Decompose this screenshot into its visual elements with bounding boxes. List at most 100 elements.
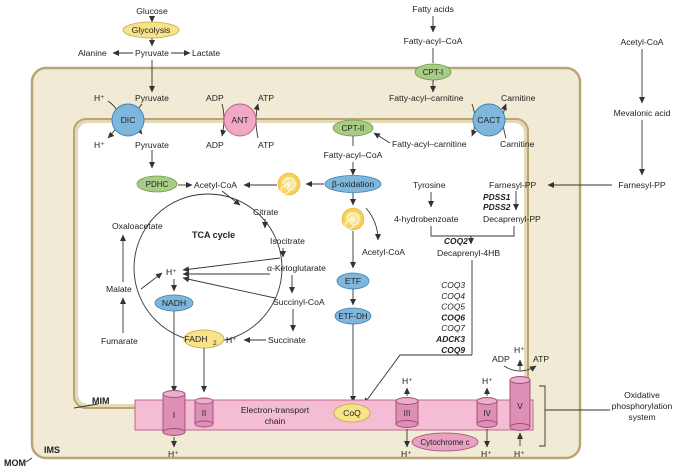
dic-h-plus-bottom: H⁺	[94, 140, 105, 150]
complex-ii	[194, 397, 214, 428]
coq-gene-3: COQ6	[441, 312, 465, 322]
fatty-acyl-carnitine-top: Fatty-acyl–carnitine	[389, 93, 464, 103]
complex-iv	[476, 397, 498, 428]
complex-ii-label: II	[202, 409, 206, 418]
complex-v-h-plus-top: H⁺	[514, 345, 525, 355]
carnitine-top: Carnitine	[501, 93, 536, 103]
coq2-label: COQ2	[444, 236, 468, 246]
isocitrate-label: Isocitrate	[270, 236, 305, 246]
etf-dh-label: ETF-DH	[338, 312, 368, 321]
carnitine-bottom: Carnitine	[500, 139, 535, 149]
cpt1-label: CPT-I	[423, 68, 443, 77]
coq-gene-1: COQ4	[441, 291, 465, 301]
mevalonic-acid-label: Mevalonic acid	[614, 108, 671, 118]
mom-label: MOM	[4, 458, 26, 468]
dic-label: DIC	[121, 115, 136, 125]
complex-i	[162, 390, 186, 436]
fatty-acyl-carnitine-bottom: Fatty-acyl–carnitine	[392, 139, 467, 149]
complex-v-adp: ADP	[492, 354, 510, 364]
oxphos-label-line2: phosphorylation	[612, 401, 673, 411]
fadh2-subscript: 2	[213, 340, 217, 347]
complex-v	[509, 376, 531, 431]
alpha-ketoglutarate-label: α-Ketoglutarate	[267, 263, 326, 273]
ant-adp-bottom: ADP	[206, 140, 224, 150]
pyruvate-top-label: Pyruvate	[135, 48, 169, 58]
oxaloacetate-label: Oxaloacetate	[112, 221, 163, 231]
coq-gene-5: ADCK3	[435, 334, 465, 344]
tyrosine-label: Tyrosine	[413, 180, 446, 190]
fatty-acyl-coa-matrix-label: Fatty-acyl–CoA	[324, 150, 383, 160]
complex-iii-label: III	[404, 409, 411, 418]
complex-v-label: V	[517, 401, 523, 411]
coq-node	[333, 403, 371, 423]
pdss1-label: PDSS1	[483, 192, 511, 202]
complex-iv-label: IV	[483, 409, 491, 418]
coq-gene-0: COQ3	[441, 280, 465, 290]
complex-iv-h-plus-bottom: H⁺	[481, 449, 492, 459]
cytochrome-c-label: Cytochrome c	[420, 438, 469, 447]
hydroxybenzoate-label: 4-hydrobenzoate	[394, 214, 459, 224]
acetyl-coa-right-label: Acetyl-CoA	[362, 247, 405, 257]
coq-gene-4: COQ7	[441, 323, 465, 333]
coq-gene-2: COQ5	[441, 302, 465, 312]
cytochrome-c-node	[411, 432, 479, 452]
alanine-label: Alanine	[78, 48, 107, 58]
coq-label: CoQ	[343, 408, 361, 418]
oxphos-label-line3: system	[628, 412, 655, 422]
etc-label-line1: Electron-transport	[241, 405, 310, 415]
coq-gene-6: COQ9	[441, 345, 465, 355]
ant-label: ANT	[231, 115, 249, 125]
decaprenyl-4hb-label: Decaprenyl-4HB	[437, 248, 500, 258]
fadh2-label: FADH	[185, 334, 208, 344]
nadh-label: NADH	[162, 298, 186, 308]
oxphos-label-line1: Oxidative	[624, 390, 660, 400]
citrate-label: Citrate	[253, 207, 279, 217]
oxphos-bracket	[539, 385, 546, 447]
complex-i-h-plus: H⁺	[168, 449, 179, 459]
energy-swirl-icon	[277, 172, 301, 196]
acetyl-coa-top-label: Acetyl-CoA	[621, 37, 664, 47]
acetyl-coa-matrix-label: Acetyl-CoA	[194, 180, 237, 190]
lactate-label: Lactate	[192, 48, 220, 58]
succinate-label: Succinate	[268, 335, 306, 345]
dic-h-plus-top: H⁺	[94, 93, 105, 103]
complex-iii-h-plus-bottom: H⁺	[401, 449, 412, 459]
decaprenyl-pp-label: Decaprenyl-PP	[483, 214, 541, 224]
fatty-acyl-coa-top-label: Fatty-acyl–CoA	[404, 36, 463, 46]
malate-label: Malate	[106, 284, 132, 294]
complex-iii-h-plus-top: H⁺	[402, 376, 413, 386]
glycolysis-node	[122, 21, 180, 39]
dic-pyruvate-top: Pyruvate	[135, 93, 169, 103]
complex-i-label: I	[173, 410, 175, 420]
complex-iv-h-plus-top: H⁺	[482, 376, 493, 386]
pdss2-label: PDSS2	[483, 202, 511, 212]
pdhc-label: PDHC	[146, 180, 169, 189]
ant-transporter	[223, 103, 257, 137]
dic-transporter	[111, 103, 145, 137]
beta-oxidation-label: β-oxidation	[332, 179, 374, 189]
cact-transporter	[472, 103, 506, 137]
ant-atp-bottom: ATP	[258, 140, 274, 150]
farnesyl-pp-inner-label: Farnesyl-PP	[489, 180, 537, 190]
cpt2-label: CPT-II	[342, 124, 365, 133]
fatty-acids-label: Fatty acids	[412, 4, 454, 14]
succinate-h-plus: H⁺	[226, 335, 237, 345]
complex-v-atp: ATP	[533, 354, 549, 364]
farnesyl-pp-outer-label: Farnesyl-PP	[618, 180, 666, 190]
tca-cycle-label: TCA cycle	[192, 230, 235, 240]
etc-label-line2: chain	[265, 416, 286, 426]
complex-iii	[395, 397, 419, 428]
ant-atp-top: ATP	[258, 93, 274, 103]
glycolysis-label: Glycolysis	[132, 25, 171, 35]
succinyl-coa-label: Succinyl-CoA	[273, 297, 325, 307]
cact-label: CACT	[477, 115, 501, 125]
ant-adp-top: ADP	[206, 93, 224, 103]
dic-pyruvate-bottom: Pyruvate	[135, 140, 169, 150]
mim-label: MIM	[92, 396, 110, 406]
fumarate-label: Fumarate	[101, 336, 138, 346]
pdhc-node	[136, 175, 178, 193]
ims-label: IMS	[44, 445, 60, 455]
matrix-h-plus: H⁺	[166, 267, 177, 277]
